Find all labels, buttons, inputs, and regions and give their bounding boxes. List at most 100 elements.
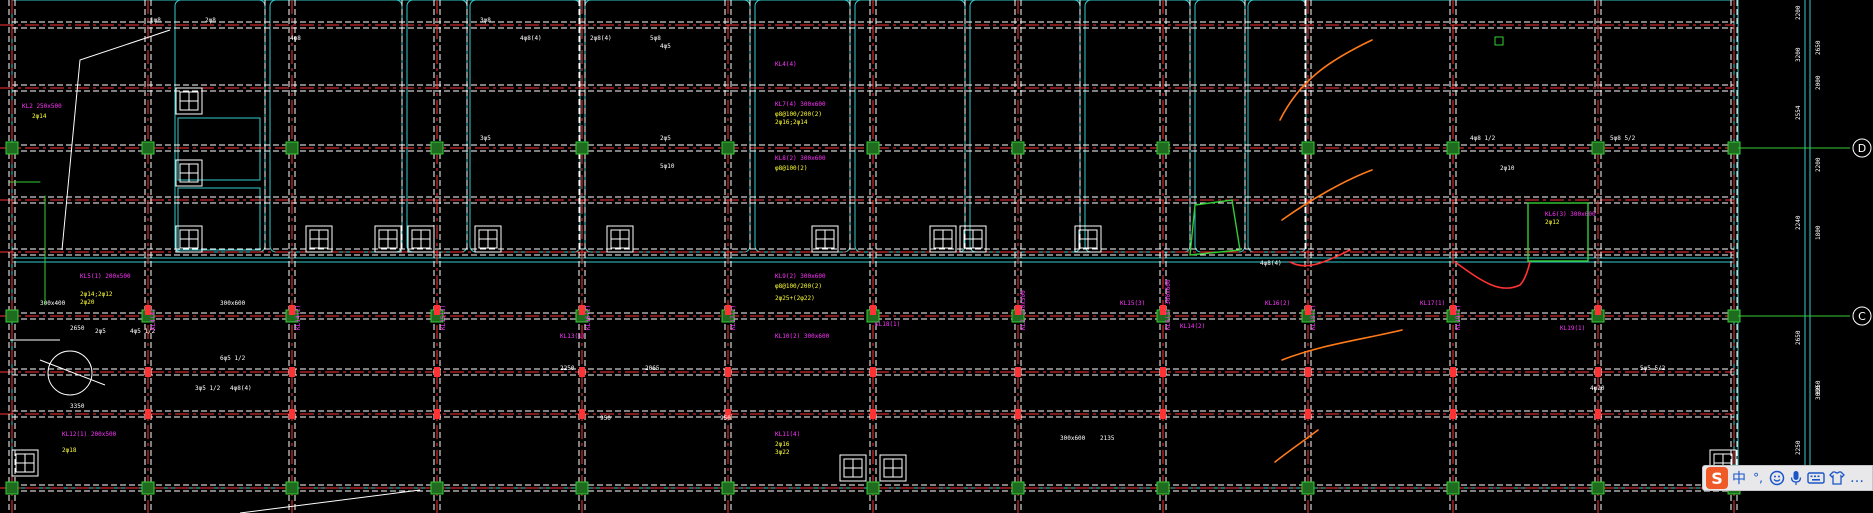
dimension-label: 3000 [1815, 385, 1822, 400]
column [1156, 141, 1170, 155]
beam-annotation: 2φ8(4) [590, 35, 612, 42]
beam-annotation: KL15(3) [440, 305, 447, 330]
equipment-box [175, 225, 203, 253]
beam-annotation: KL5(1) 200x500 [80, 273, 131, 280]
column [141, 481, 155, 495]
column [1160, 367, 1166, 377]
column [1301, 481, 1315, 495]
column [434, 409, 440, 419]
beam-annotation: KL11(4) [775, 431, 800, 438]
microphone-icon[interactable] [1788, 468, 1804, 488]
equipment-box [305, 225, 333, 253]
ime-toolbar[interactable]: S 中 °, … [1702, 465, 1873, 491]
beam-annotation: 2φ5 [95, 328, 106, 335]
beam-annotation: 3φ5 [480, 135, 491, 142]
column [866, 141, 880, 155]
beam-annotation: KL14(2) [1180, 323, 1205, 330]
beam-annotation: 2φ14 [32, 113, 47, 120]
column [1305, 305, 1311, 315]
column [866, 481, 880, 495]
column [575, 141, 589, 155]
column [1450, 409, 1456, 419]
beam-annotation: 4φ8(4) [230, 385, 252, 392]
structural-frame [11, 0, 1811, 489]
beam-annotation: 2φ8 [205, 17, 216, 24]
column [1595, 367, 1601, 377]
grid-bubble-c: C [1852, 306, 1872, 326]
beam-annotation: 2135 [1100, 435, 1115, 442]
ime-punctuation-toggle[interactable]: °, [1753, 471, 1763, 485]
beam-annotation: 3350 [70, 403, 85, 410]
column [1305, 367, 1311, 377]
dimension-label: 2200 [1795, 5, 1802, 20]
dimension-label: 2200 [1815, 157, 1822, 172]
beam-annotation: φ8@100/200(2) [775, 283, 822, 290]
column [5, 309, 19, 323]
ime-language-toggle[interactable]: 中 [1732, 471, 1746, 487]
beam-annotation: KL4(4) [775, 61, 797, 68]
column [285, 141, 299, 155]
column [1160, 409, 1166, 419]
beam-annotation: KL6(3) 300x600 [1545, 211, 1596, 218]
beam-annotation: KL4(4) [150, 308, 157, 330]
beam-annotation: 2φ25+(2φ22) [775, 295, 815, 302]
ime-logo-icon[interactable]: S [1706, 467, 1728, 489]
beam-annotation: KL17(1) [730, 305, 737, 330]
column [145, 409, 151, 419]
beam-annotation: 2φ10 [1500, 165, 1515, 172]
dimension-label: 3200 [1795, 47, 1802, 62]
beam-annotation: 2φ12 [1545, 219, 1560, 226]
column [575, 481, 589, 495]
grid-bubble-d: D [1852, 138, 1872, 158]
axis-lines [0, 0, 1735, 513]
beam-annotation: KL19(1) [1455, 305, 1462, 330]
beam-annotation: 5φ5 5/2 [1640, 365, 1666, 372]
grid-bubble-c-label: C [1858, 310, 1866, 323]
column-markers [5, 141, 1741, 495]
column [141, 141, 155, 155]
beam-annotation: 5φ8 5/2 [1610, 135, 1636, 142]
equipment-box [959, 225, 987, 253]
beam-annotation: KL17(1) [1420, 300, 1445, 307]
beam-annotation: KL19(1) [1560, 325, 1585, 332]
column [289, 305, 295, 315]
emoji-icon[interactable] [1769, 468, 1785, 488]
beam-annotation: KL7(4) 300x600 [775, 101, 826, 108]
beam-annotation: KL18(1) [875, 321, 900, 328]
beam-annotation: 3φ5 1/2 [195, 385, 221, 392]
beam-annotation: 4φ8(4) [1260, 260, 1282, 267]
column [1015, 409, 1021, 419]
beam-annotation: 2φ14;2φ12 [80, 291, 113, 298]
beam-annotation: KL2 250x500 [1020, 290, 1027, 330]
beam-annotation: KL10(2) 300x600 [775, 333, 830, 340]
column [1446, 481, 1460, 495]
column [430, 141, 444, 155]
beam-annotation: φ8@100(2) [775, 165, 808, 172]
column [870, 305, 876, 315]
column [5, 481, 19, 495]
beam-annotation: KL16(2) [1265, 300, 1290, 307]
ime-more-button[interactable]: … [1850, 470, 1864, 486]
column [1011, 481, 1025, 495]
dimension-label: 2000 [1815, 75, 1822, 90]
keyboard-icon[interactable] [1807, 468, 1825, 488]
beam-annotation: 950 [720, 415, 731, 422]
beam-annotation: 5φ8 [650, 35, 661, 42]
equipment-box [407, 225, 435, 253]
markup-strokes [9, 36, 1589, 463]
beam-annotation: KL8(2) 300x600 [775, 155, 826, 162]
column [1595, 409, 1601, 419]
beam-annotation: KL12(1) 200x500 [62, 431, 117, 438]
beam-annotation: 4φ5 [660, 43, 671, 50]
equipment-box [839, 454, 867, 482]
beam-annotation: 3φ22 [775, 449, 790, 456]
column [1450, 367, 1456, 377]
leader-lines [10, 29, 421, 513]
beam-annotation: KL2 250x500 [22, 103, 62, 110]
column [1595, 305, 1601, 315]
skin-icon[interactable] [1828, 468, 1846, 488]
beam-annotation: 5φ10 [660, 163, 675, 170]
